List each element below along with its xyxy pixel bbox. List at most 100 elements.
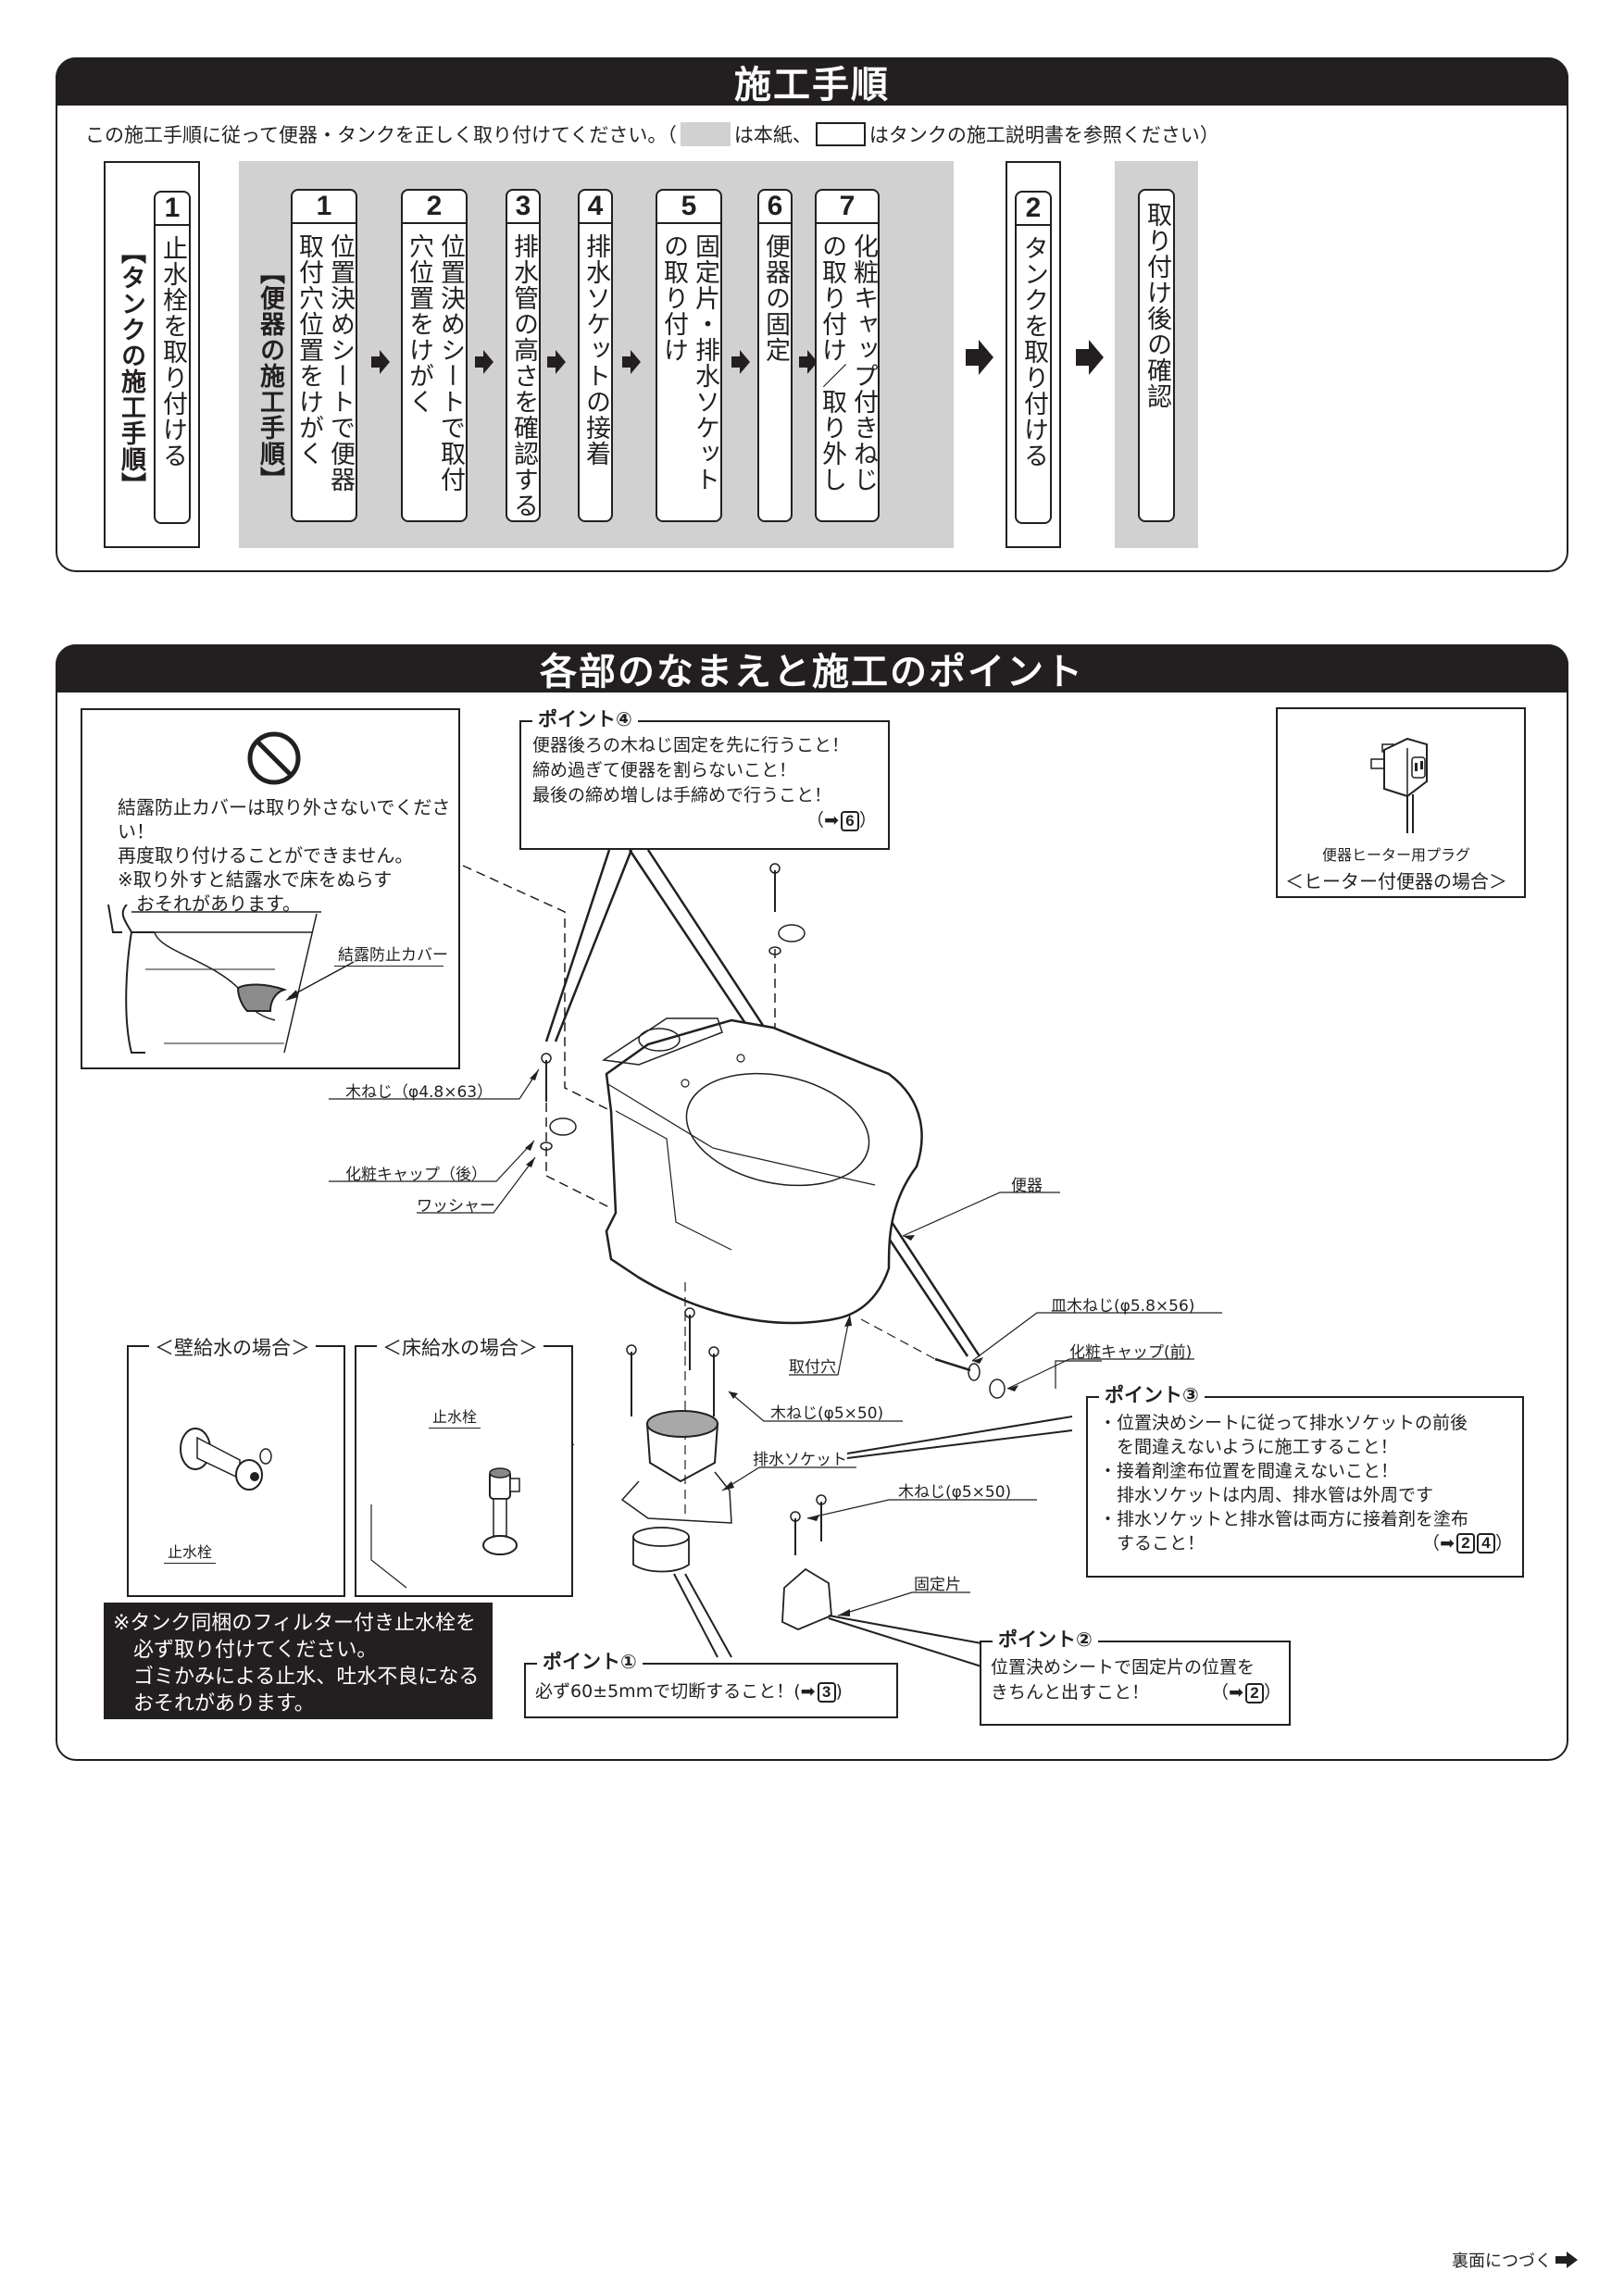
toilet-step-5: 5 固定片・排水ソケットの取り付け: [656, 189, 722, 522]
toilet-group: 【便器の施工手順】 1 位置決めシートで便器取付穴位置をけがく 2 位置決めシー…: [239, 161, 954, 548]
condensation-cover-label: 結露防止カバー: [334, 942, 448, 967]
gray-swatch-legend: [680, 122, 731, 146]
point-line: 最後の締め増しは手締めで行うこと！: [532, 785, 832, 805]
point-line: 位置決めシートで固定片の位置を: [991, 1657, 1255, 1678]
arrow-right-icon: ➡: [1229, 1682, 1243, 1703]
label-wood-screw-fixing: 木ねじ(φ5×50): [898, 1483, 1012, 1502]
footer-text: 裏面につづく: [1452, 2252, 1552, 2271]
point-1-text-row: 必ず60±5mmで切断すること！(➡3): [535, 1679, 843, 1704]
point-line: きちんと出すこと！: [991, 1682, 1150, 1703]
floor-supply-caption: ＜床給水の場合＞: [377, 1333, 543, 1361]
point-line: ・排水ソケットと排水管は両方に接着剤を塗布: [1099, 1509, 1469, 1529]
step-number: 2: [1017, 193, 1050, 226]
arrow-right-icon: ➡: [824, 810, 839, 830]
point-3-box: ポイント③ ・位置決めシートに従って排水ソケットの前後 を間違えないように施工す…: [1086, 1383, 1524, 1578]
warning-line: おそれがあります。: [118, 892, 301, 915]
tank-group-1: 【タンクの施工手順】 1 止水栓を取り付ける: [104, 161, 200, 548]
point-2-title: ポイント②: [993, 1628, 1098, 1653]
toilet-rear-illustration: [107, 905, 321, 1054]
label-washer: ワッシャー: [417, 1197, 495, 1216]
point-line: すること！: [1099, 1533, 1206, 1554]
point-2-box: ポイント② 位置決めシートで固定片の位置を きちんと出すこと！ （➡2）: [980, 1628, 1291, 1726]
arrow-right-icon: ➡: [800, 1681, 816, 1702]
floor-stop-valve-illustration: [482, 1467, 520, 1555]
step-number: 1: [156, 193, 189, 226]
step-text: 固定片・排水ソケットの取り付け: [659, 233, 719, 493]
heater-plug-box: 便器ヒーター用プラグ ＜ヒーター付便器の場合＞: [1276, 707, 1526, 898]
warning-line: ※取り外すと結露水で床をぬらす: [118, 868, 393, 891]
toilet-step-7: 7 化粧キャップ付きねじの取り付け／取り外し: [815, 189, 880, 522]
tank-group-label: 【タンクの施工手順】: [117, 239, 145, 498]
intro-text: この施工手順に従って便器・タンクを正しく取り付けてください。（: [85, 124, 677, 146]
point-4-box: ポイント④ 便器後ろの木ねじ固定を先に行うこと！ 締め過ぎて便器を割らないこと！…: [519, 707, 890, 850]
step-text: 排水管の高さを確認する: [509, 233, 538, 518]
tank-group-2: 2 タンクを取り付ける: [1006, 161, 1061, 548]
step-number: 7: [817, 191, 878, 224]
parts-section: 各部のなまえと施工のポイント: [56, 644, 1568, 1761]
ref-step-number: 6: [840, 810, 859, 831]
parts-title: 各部のなまえと施工のポイント: [56, 644, 1568, 693]
point-4-ref: （➡6）: [532, 808, 877, 833]
ref-step-number: 2: [1455, 1533, 1475, 1554]
warning-text: 結露防止カバーは取り外さないでください！ 再度取り付けることができません。 ※取…: [118, 795, 458, 916]
step-text: 位置決めシートで便器取付穴位置をけがく: [294, 233, 355, 493]
point-4-title: ポイント④: [532, 707, 638, 732]
note-line: おそれがあります。: [113, 1692, 315, 1716]
point-2-ref: （➡2）: [1211, 1680, 1281, 1705]
procedure-intro: この施工手順に従って便器・タンクを正しく取り付けてください。（ は本紙、 はタン…: [85, 120, 1219, 148]
label-fixing-piece: 固定片: [914, 1576, 961, 1594]
warning-line: 結露防止カバーは取り外さないでください！: [118, 796, 451, 842]
arrow-right-icon: [547, 350, 566, 374]
point-1-box: ポイント① 必ず60±5mmで切断すること！(➡3): [524, 1650, 898, 1718]
label-mount-hole: 取付穴: [789, 1358, 836, 1377]
heater-plug-label: 便器ヒーター用プラグ: [1322, 846, 1471, 864]
prohibited-icon: [247, 731, 301, 785]
final-step: 取り付け後の確認: [1138, 189, 1175, 522]
step-text: 化粧キャップ付きねじの取り付け／取り外し: [818, 233, 878, 493]
wall-supply-box: ＜壁給水の場合＞ 止水栓: [127, 1333, 345, 1597]
procedure-title: 施工手順: [56, 57, 1568, 106]
toilet-step-3: 3 排水管の高さを確認する: [506, 189, 541, 522]
arrow-right-icon: [475, 350, 493, 374]
condensation-cover-warning: 結露防止カバーは取り外さないでください！ 再度取り付けることができません。 ※取…: [81, 708, 460, 1069]
arrow-right-icon: [1555, 2252, 1578, 2268]
intro-white-meaning: はタンクの施工説明書を参照ください）: [868, 124, 1219, 146]
step-number: 5: [657, 191, 720, 224]
point-3-title: ポイント③: [1099, 1383, 1205, 1407]
arrow-right-icon: [799, 350, 818, 374]
heater-case-label: ＜ヒーター付便器の場合＞: [1285, 870, 1507, 892]
toilet-step-2: 2 位置決めシートで取付穴位置をけがく: [401, 189, 468, 522]
step-text: タンクを取り付ける: [1019, 235, 1048, 468]
arrow-right-icon: [966, 340, 993, 375]
label-cap-front: 化粧キャップ(前): [1069, 1343, 1193, 1362]
floor-valve-label: 止水栓: [429, 1404, 481, 1429]
step-text: 止水栓を取り付ける: [158, 235, 187, 468]
tank-step-1: 1 止水栓を取り付ける: [154, 191, 191, 524]
label-flat-wood-screw: 皿木ねじ(φ5.8×56): [1051, 1297, 1195, 1316]
point-line: 便器後ろの木ねじ固定を先に行うこと！: [532, 735, 850, 755]
ref-step-number: 4: [1476, 1533, 1495, 1554]
wall-supply-caption: ＜壁給水の場合＞: [149, 1333, 316, 1361]
step-text: 便器の固定: [761, 233, 790, 363]
point-1-title: ポイント①: [537, 1650, 643, 1675]
step-text: 位置決めシートで取付穴位置をけがく: [405, 233, 465, 493]
toilet-step-4: 4 排水ソケットの接着: [578, 189, 613, 522]
label-cap-rear: 化粧キャップ（後）: [345, 1166, 487, 1184]
arrow-right-icon: [1076, 340, 1104, 375]
step-number: 4: [580, 191, 611, 224]
step-number: 1: [293, 191, 356, 224]
wall-stop-valve-illustration: [180, 1428, 272, 1491]
arrow-right-icon: ➡: [1440, 1533, 1455, 1554]
floor-supply-box: ＜床給水の場合＞ 止水栓: [355, 1333, 573, 1597]
tank-step-2: 2 タンクを取り付ける: [1015, 191, 1052, 524]
step-text: 排水ソケットの接着: [581, 233, 610, 467]
note-line: ※タンク同梱のフィルター付き止水栓を: [113, 1612, 476, 1635]
filter-valve-note: ※タンク同梱のフィルター付き止水栓を 必ず取り付けてください。 ゴミかみによる止…: [104, 1603, 493, 1719]
note-line: 必ず取り付けてください。: [113, 1639, 378, 1662]
label-drain-socket: 排水ソケット: [753, 1451, 847, 1469]
point-line: を間違えないように施工すること！: [1099, 1437, 1398, 1457]
point-line: ・接着剤塗布位置を間違えないこと！: [1099, 1461, 1399, 1481]
point-text: 必ず60±5mmで切断すること！(: [535, 1681, 801, 1702]
